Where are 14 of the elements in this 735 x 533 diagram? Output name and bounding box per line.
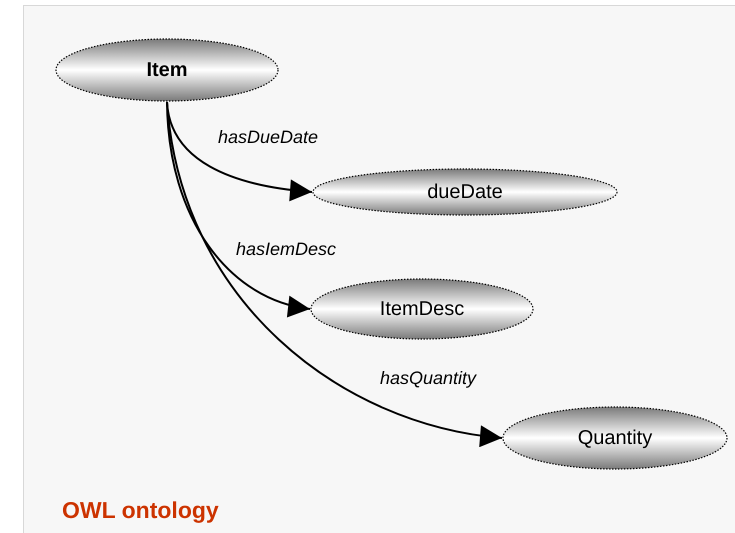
arrow [166, 102, 502, 446]
class-ellipse [55, 38, 279, 102]
caption: OWL ontology [62, 497, 219, 524]
edge-label: hasDueDate [218, 128, 318, 146]
class-ellipse [310, 278, 534, 340]
node-label: Item [146, 58, 188, 82]
edge-label: hasIemDesc [236, 240, 336, 258]
node-label: dueDate [427, 180, 503, 204]
arrow [166, 102, 312, 201]
node-label: ItemDesc [380, 298, 464, 320]
node-label: Quantity [578, 426, 652, 450]
edge-label: hasQuantity [380, 369, 476, 387]
class-ellipse [312, 168, 618, 216]
class-ellipse [502, 406, 728, 470]
